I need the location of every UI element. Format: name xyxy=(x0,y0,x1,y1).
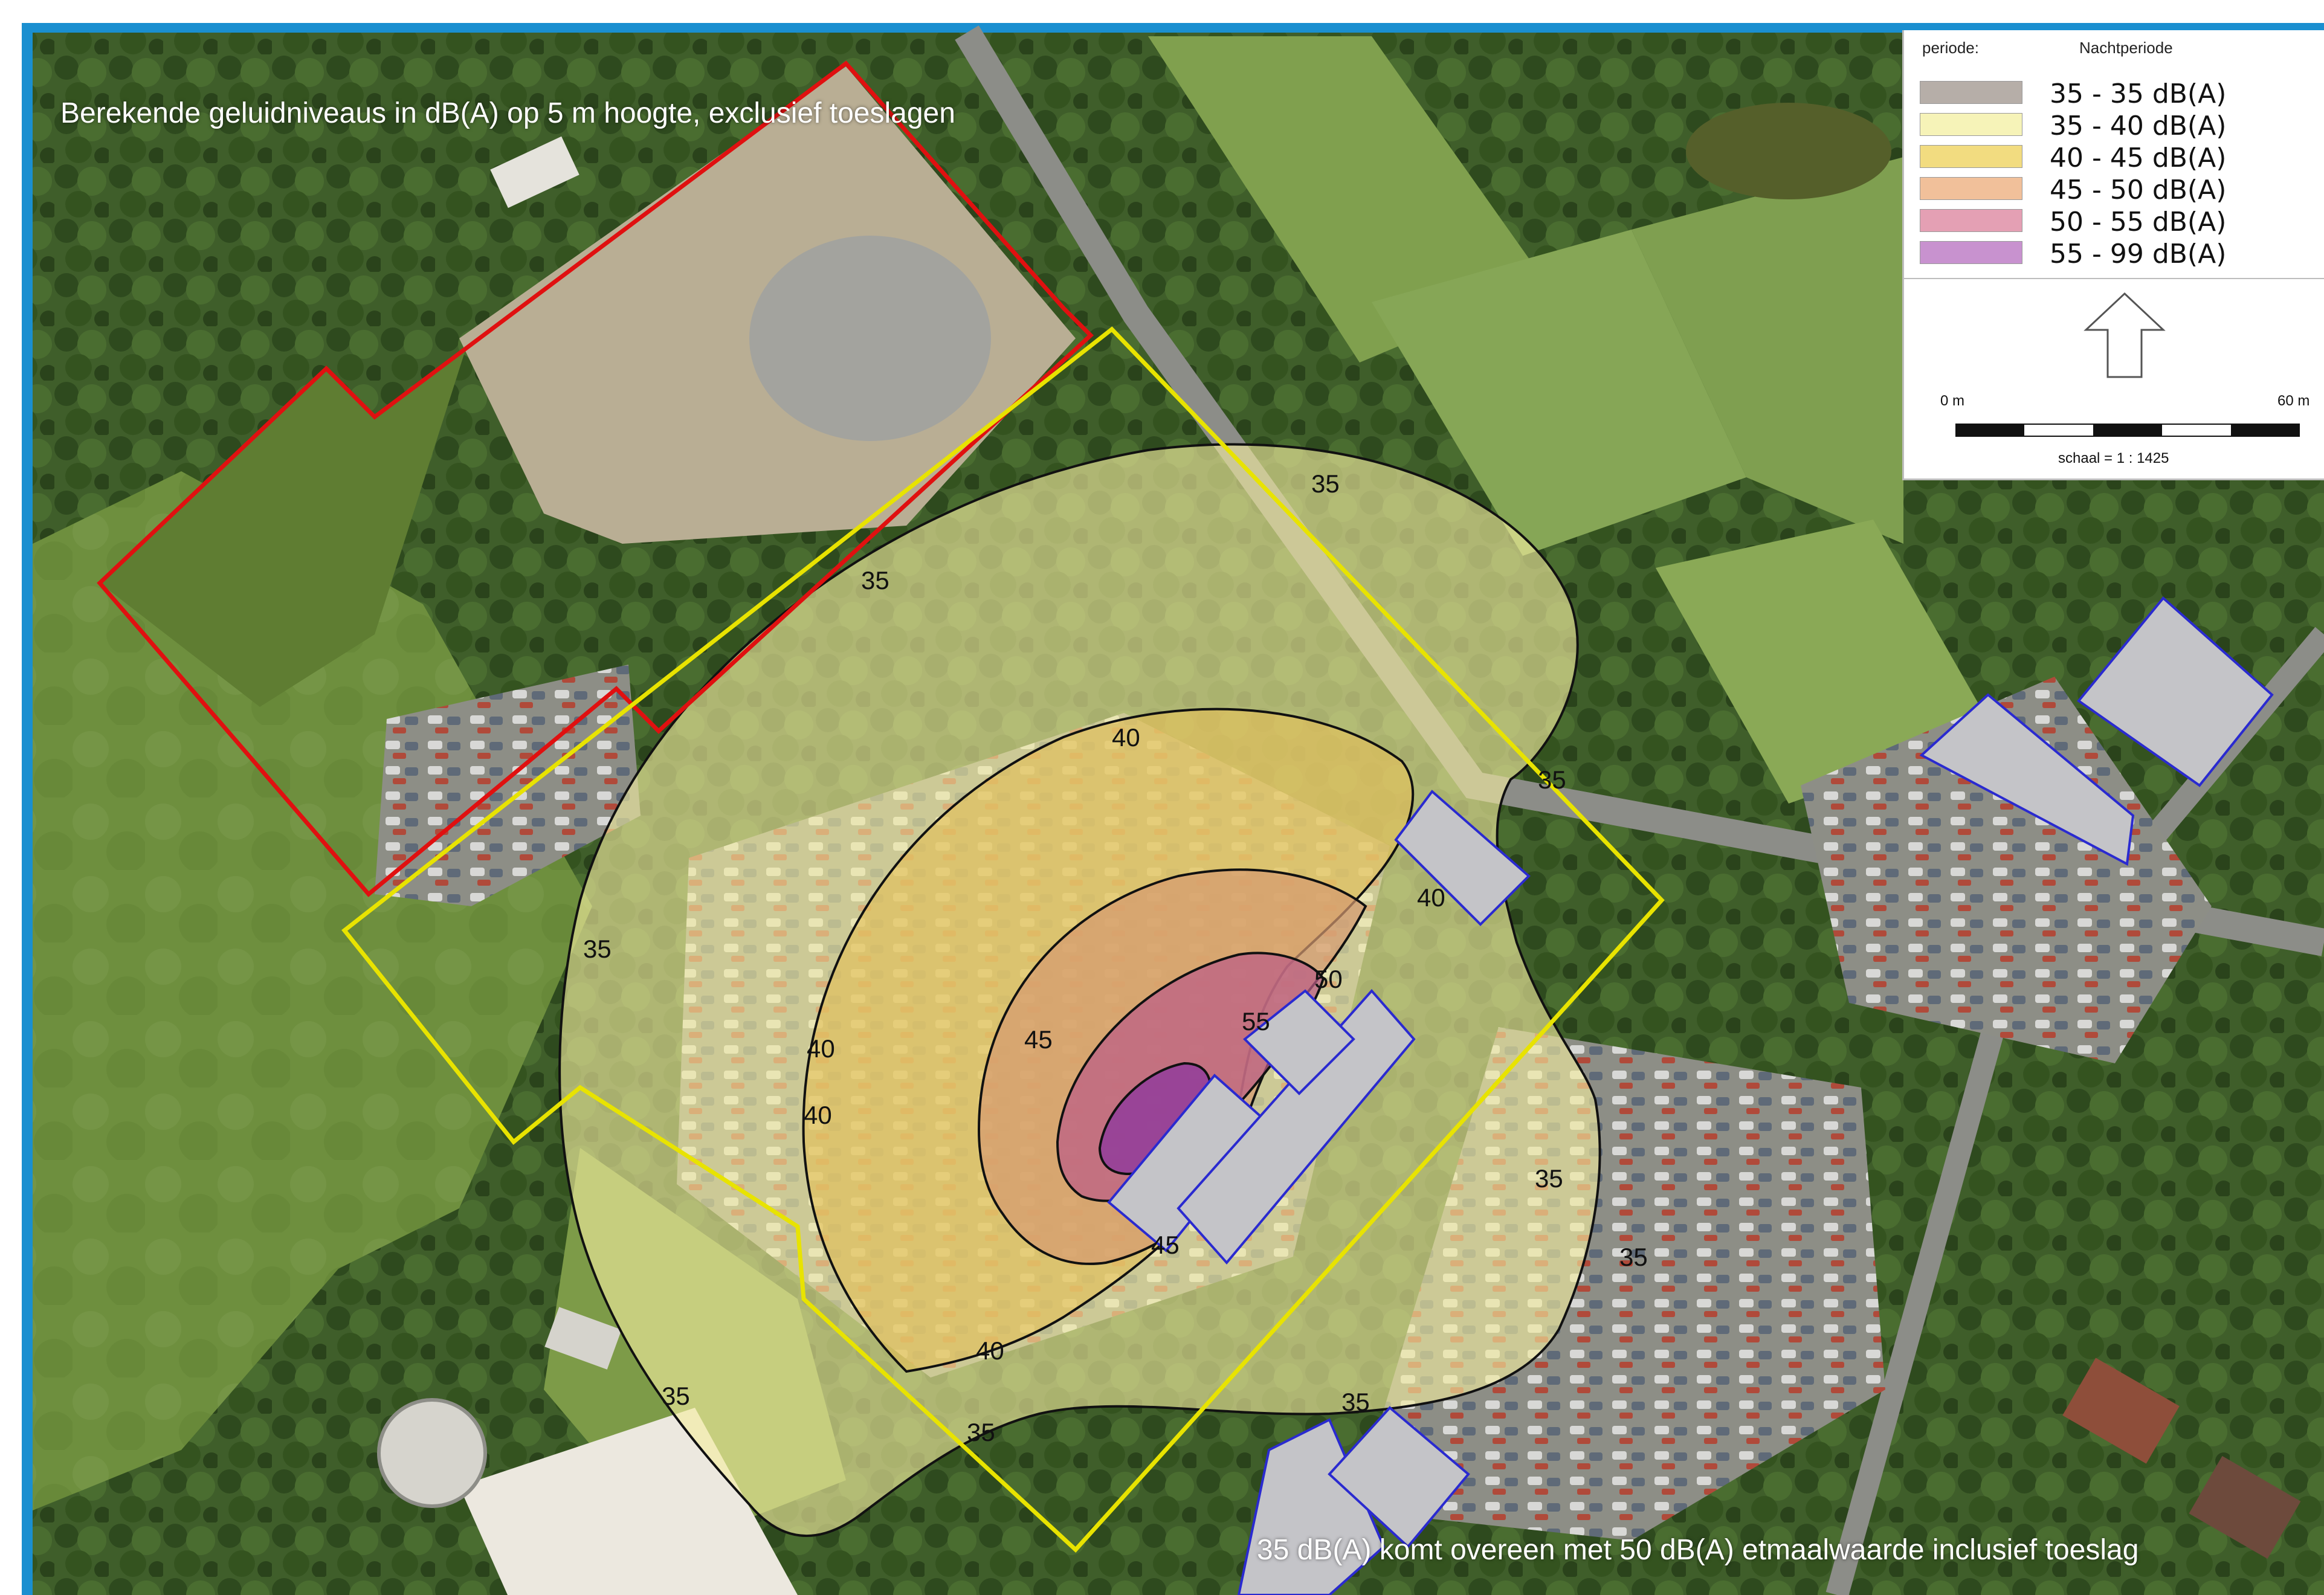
legend-class-label: 35 - 40 dB(A) xyxy=(2050,111,2227,141)
shed-2 xyxy=(544,1307,622,1370)
legend-panel: periode: Nachtperiode 35 - 35 dB(A) 35 -… xyxy=(1902,30,2324,480)
building-south-2 xyxy=(1328,1406,1470,1548)
legend-class-label: 45 - 50 dB(A) xyxy=(2050,175,2227,205)
contour-label: 35 xyxy=(1535,1164,1563,1193)
contour-label: 35 xyxy=(583,935,612,963)
depot-paving xyxy=(749,236,991,441)
pasture-right-1 xyxy=(1148,36,1547,362)
contour-label: 40 xyxy=(807,1034,835,1063)
contour-label: 35 xyxy=(967,1418,995,1446)
contour-label: 40 xyxy=(804,1101,832,1129)
contour-label: 35 xyxy=(1341,1388,1370,1416)
pond xyxy=(1686,103,1891,199)
neighbour-boundary xyxy=(97,60,1094,897)
noise-contours xyxy=(558,443,1601,1537)
legend-class-row: 55 - 99 dB(A) xyxy=(1920,239,2319,269)
pasture-right-4 xyxy=(1656,520,1994,804)
yard-east xyxy=(1801,677,2212,1063)
building-northeast xyxy=(1394,790,1531,926)
legend-class-label: 40 - 45 dB(A) xyxy=(2050,143,2227,173)
legend-class-row: 35 - 35 dB(A) xyxy=(1920,79,2319,109)
contour-labels: 35 35 35 35 35 35 35 35 35 40 40 40 40 4… xyxy=(583,469,1648,1446)
scale-bar xyxy=(1955,424,2300,437)
legend-class-row: 50 - 55 dB(A) xyxy=(1920,207,2319,237)
legend-swatch xyxy=(1920,113,2022,136)
building-east-2 xyxy=(2077,596,2274,787)
contour-label: 40 xyxy=(976,1336,1004,1365)
contour-label: 35 xyxy=(1538,765,1566,794)
legend-swatch xyxy=(1920,81,2022,104)
legend-swatch xyxy=(1920,177,2022,200)
pasture-right-2 xyxy=(1372,230,1746,556)
legend-class-label: 55 - 99 dB(A) xyxy=(2050,239,2227,269)
north-arrow-icon xyxy=(2084,292,2166,378)
contour-label: 35 xyxy=(662,1382,690,1410)
legend-period-value: Nachtperiode xyxy=(2079,39,2173,57)
legend-class-row: 40 - 45 dB(A) xyxy=(1920,143,2319,173)
legend-divider xyxy=(1904,278,2324,279)
scale-end-label: 60 m xyxy=(2277,393,2310,409)
pasture-right-3 xyxy=(1632,157,1903,544)
buildings xyxy=(1107,596,2274,1595)
house-se-2 xyxy=(2189,1455,2301,1559)
scale-start-label: 0 m xyxy=(1940,393,1965,409)
building-east-1 xyxy=(1919,693,2135,866)
contour-label: 40 xyxy=(1417,883,1445,912)
legend-swatch xyxy=(1920,145,2022,168)
legend-period-label: periode: xyxy=(1922,39,1979,57)
contour-label: 35 xyxy=(861,566,889,594)
plan-boundary xyxy=(341,326,1665,1553)
legend-class-label: 50 - 55 dB(A) xyxy=(2050,207,2227,237)
legend-class-row: 35 - 40 dB(A) xyxy=(1920,111,2319,141)
round-tank xyxy=(377,1398,487,1508)
map-title: Berekende geluidniveaus in dB(A) op 5 m … xyxy=(60,97,955,129)
contour-label: 50 xyxy=(1314,965,1343,993)
contour-label: 40 xyxy=(1112,723,1140,752)
meadow-north xyxy=(100,350,465,707)
contour-label: 45 xyxy=(1151,1231,1180,1259)
legend-swatch xyxy=(1920,209,2022,232)
contour-label: 55 xyxy=(1242,1007,1270,1036)
building-main-3 xyxy=(1243,989,1355,1095)
contour-label: 35 xyxy=(1619,1243,1648,1271)
contour-label: 35 xyxy=(1311,469,1340,498)
legend-swatch xyxy=(1920,241,2022,264)
map-footnote: 35 dB(A) komt overeen met 50 dB(A) etmaa… xyxy=(1257,1534,2139,1566)
legend-class-label: 35 - 35 dB(A) xyxy=(2050,79,2227,109)
shed-1 xyxy=(490,136,579,208)
scale-ratio-label: schaal = 1 : 1425 xyxy=(2058,450,2169,466)
house-se-1 xyxy=(2062,1358,2180,1464)
contour-label: 45 xyxy=(1024,1025,1053,1054)
legend-class-row: 45 - 50 dB(A) xyxy=(1920,175,2319,205)
